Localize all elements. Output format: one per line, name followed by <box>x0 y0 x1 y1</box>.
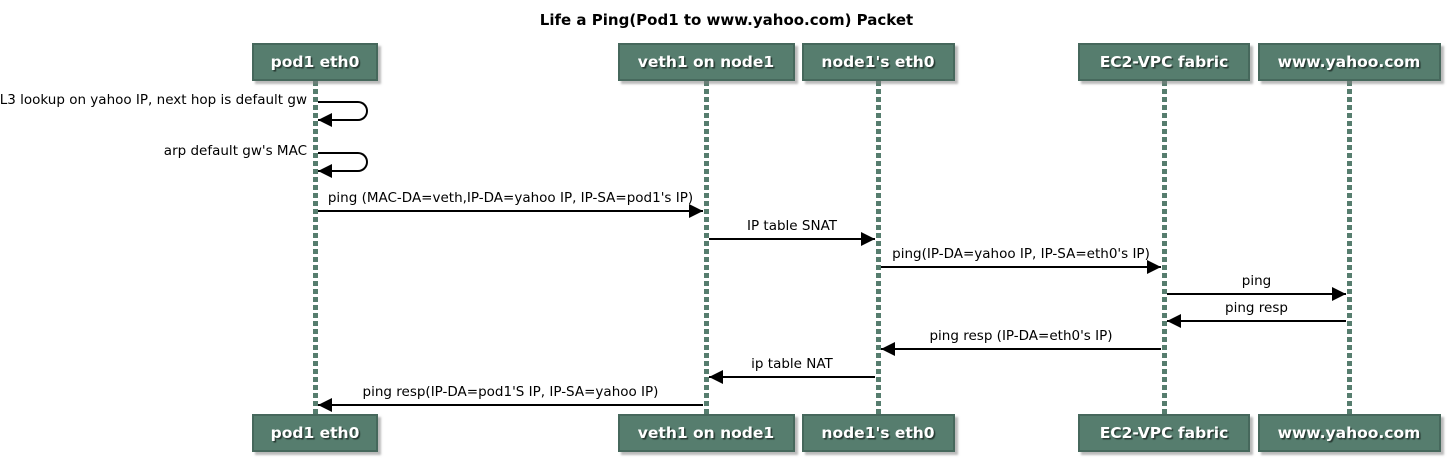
self-message-1-loop <box>318 152 368 172</box>
message-4-label: ping resp <box>1225 300 1288 316</box>
participant-label: node1's eth0 <box>821 424 935 442</box>
message-6-line <box>709 376 875 378</box>
message-2-label: ping(IP-DA=yahoo IP, IP-SA=eth0's IP) <box>892 246 1150 262</box>
message-4-arrowhead <box>1167 314 1181 328</box>
participant-ec2-vpc-fabric-top-box: EC2-VPC fabric <box>1078 43 1250 81</box>
participant-ec2-vpc-fabric-bottom-box: EC2-VPC fabric <box>1078 414 1250 452</box>
self-message-0-loop <box>318 101 368 121</box>
message-6-arrowhead <box>709 370 723 384</box>
lifeline-ec2-vpc-fabric <box>1161 81 1167 414</box>
lifeline-node1s-eth0 <box>875 81 881 414</box>
message-1-label: IP table SNAT <box>747 218 837 234</box>
message-7-arrowhead <box>318 398 332 412</box>
message-0-line <box>318 210 703 212</box>
message-5-arrowhead <box>881 342 895 356</box>
participant-www-yahoo-com-bottom-box: www.yahoo.com <box>1257 414 1441 452</box>
lifeline-pod1-eth0 <box>312 81 318 414</box>
message-5-label: ping resp (IP-DA=eth0's IP) <box>929 328 1113 344</box>
self-message-1-label: arp default gw's MAC <box>163 143 307 159</box>
participant-label: EC2-VPC fabric <box>1099 53 1229 71</box>
participant-label: node1's eth0 <box>821 53 935 71</box>
message-0-arrowhead <box>689 204 703 218</box>
message-2-line <box>881 266 1161 268</box>
message-4-line <box>1167 320 1346 322</box>
message-3-label: ping <box>1241 273 1272 289</box>
diagram-title: Life a Ping(Pod1 to www.yahoo.com) Packe… <box>539 11 914 29</box>
message-6-label: ip table NAT <box>751 356 833 372</box>
participant-veth1-on-node1-bottom-box: veth1 on node1 <box>617 414 795 452</box>
message-3-arrowhead <box>1332 287 1346 301</box>
message-3-line <box>1167 293 1346 295</box>
participant-label: EC2-VPC fabric <box>1099 424 1229 442</box>
message-0-label: ping (MAC-DA=veth,IP-DA=yahoo IP, IP-SA=… <box>327 190 694 206</box>
participant-label: veth1 on node1 <box>637 424 775 442</box>
message-7-line <box>318 404 703 406</box>
participant-node1s-eth0-bottom-box: node1's eth0 <box>801 414 955 452</box>
lifeline-www-yahoo-com <box>1346 81 1352 414</box>
message-1-arrowhead <box>861 232 875 246</box>
message-1-line <box>709 238 875 240</box>
message-2-arrowhead <box>1147 260 1161 274</box>
self-message-0-arrowhead <box>318 113 332 127</box>
message-7-label: ping resp(IP-DA=pod1'S IP, IP-SA=yahoo I… <box>362 384 659 400</box>
participant-pod1-eth0-top-box: pod1 eth0 <box>252 43 378 81</box>
self-message-1-arrowhead <box>318 164 332 178</box>
message-5-line <box>881 348 1161 350</box>
self-message-0-label: L3 lookup on yahoo IP, next hop is defau… <box>0 92 307 108</box>
participant-label: veth1 on node1 <box>637 53 775 71</box>
lifeline-veth1-on-node1 <box>703 81 709 414</box>
participant-pod1-eth0-bottom-box: pod1 eth0 <box>252 414 378 452</box>
participant-label: pod1 eth0 <box>270 424 360 442</box>
participant-www-yahoo-com-top-box: www.yahoo.com <box>1257 43 1441 81</box>
participant-node1s-eth0-top-box: node1's eth0 <box>801 43 955 81</box>
participant-label: www.yahoo.com <box>1277 424 1421 442</box>
participant-label: www.yahoo.com <box>1277 53 1421 71</box>
participant-label: pod1 eth0 <box>270 53 360 71</box>
participant-veth1-on-node1-top-box: veth1 on node1 <box>617 43 795 81</box>
